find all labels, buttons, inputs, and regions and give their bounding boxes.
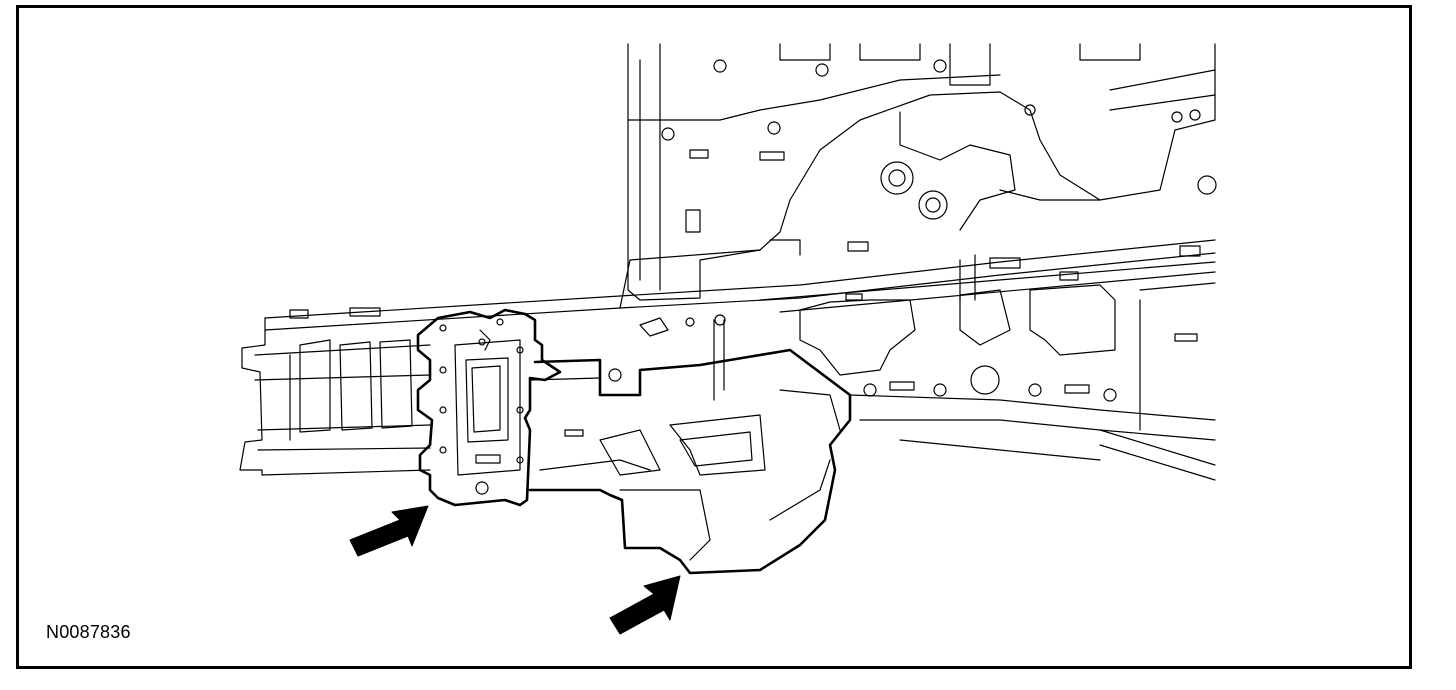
bracket-details <box>439 318 524 495</box>
lower-floor-pan-section <box>528 348 852 575</box>
callout-arrow-left <box>349 505 429 557</box>
front-reinforcement-bracket <box>416 308 562 507</box>
callout-arrow-bottom <box>609 575 681 635</box>
side-rail <box>264 239 1216 331</box>
front-frame-rail <box>239 307 431 476</box>
right-floor-structure <box>799 254 1216 481</box>
floor-pan-details <box>529 314 841 561</box>
figure-id-label: N0087836 <box>46 622 131 642</box>
